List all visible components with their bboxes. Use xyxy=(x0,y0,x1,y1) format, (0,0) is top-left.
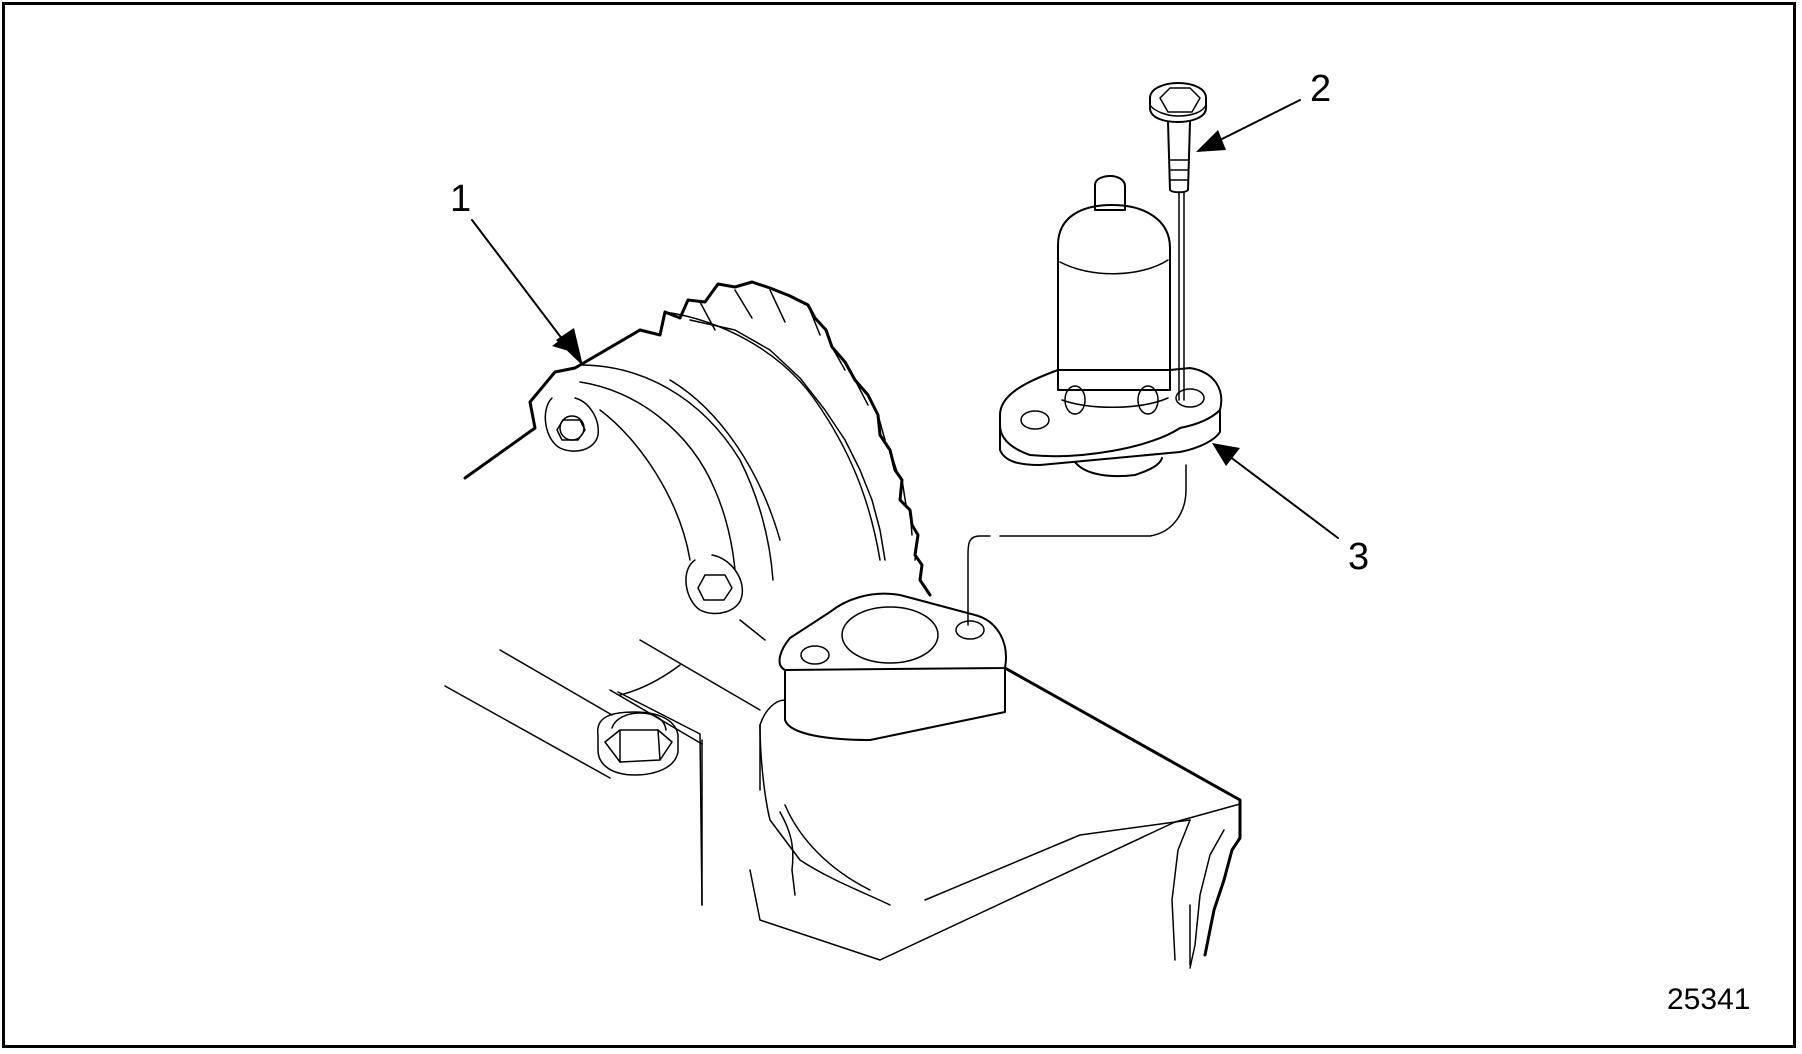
figure-number: 25341 xyxy=(1667,983,1751,1016)
alignment-lines xyxy=(967,192,1191,966)
callout-1: 1 xyxy=(450,178,472,220)
block-hex-bolt xyxy=(597,711,679,776)
camshaft-gear xyxy=(463,280,932,615)
pump-assembly xyxy=(999,175,1223,478)
engine-block xyxy=(444,619,1242,969)
callout-3: 3 xyxy=(1348,536,1370,578)
mounting-bolt xyxy=(1149,82,1207,194)
mounting-pad xyxy=(759,592,1007,791)
callout-2: 2 xyxy=(1310,68,1332,110)
leader-lines xyxy=(471,99,1339,539)
